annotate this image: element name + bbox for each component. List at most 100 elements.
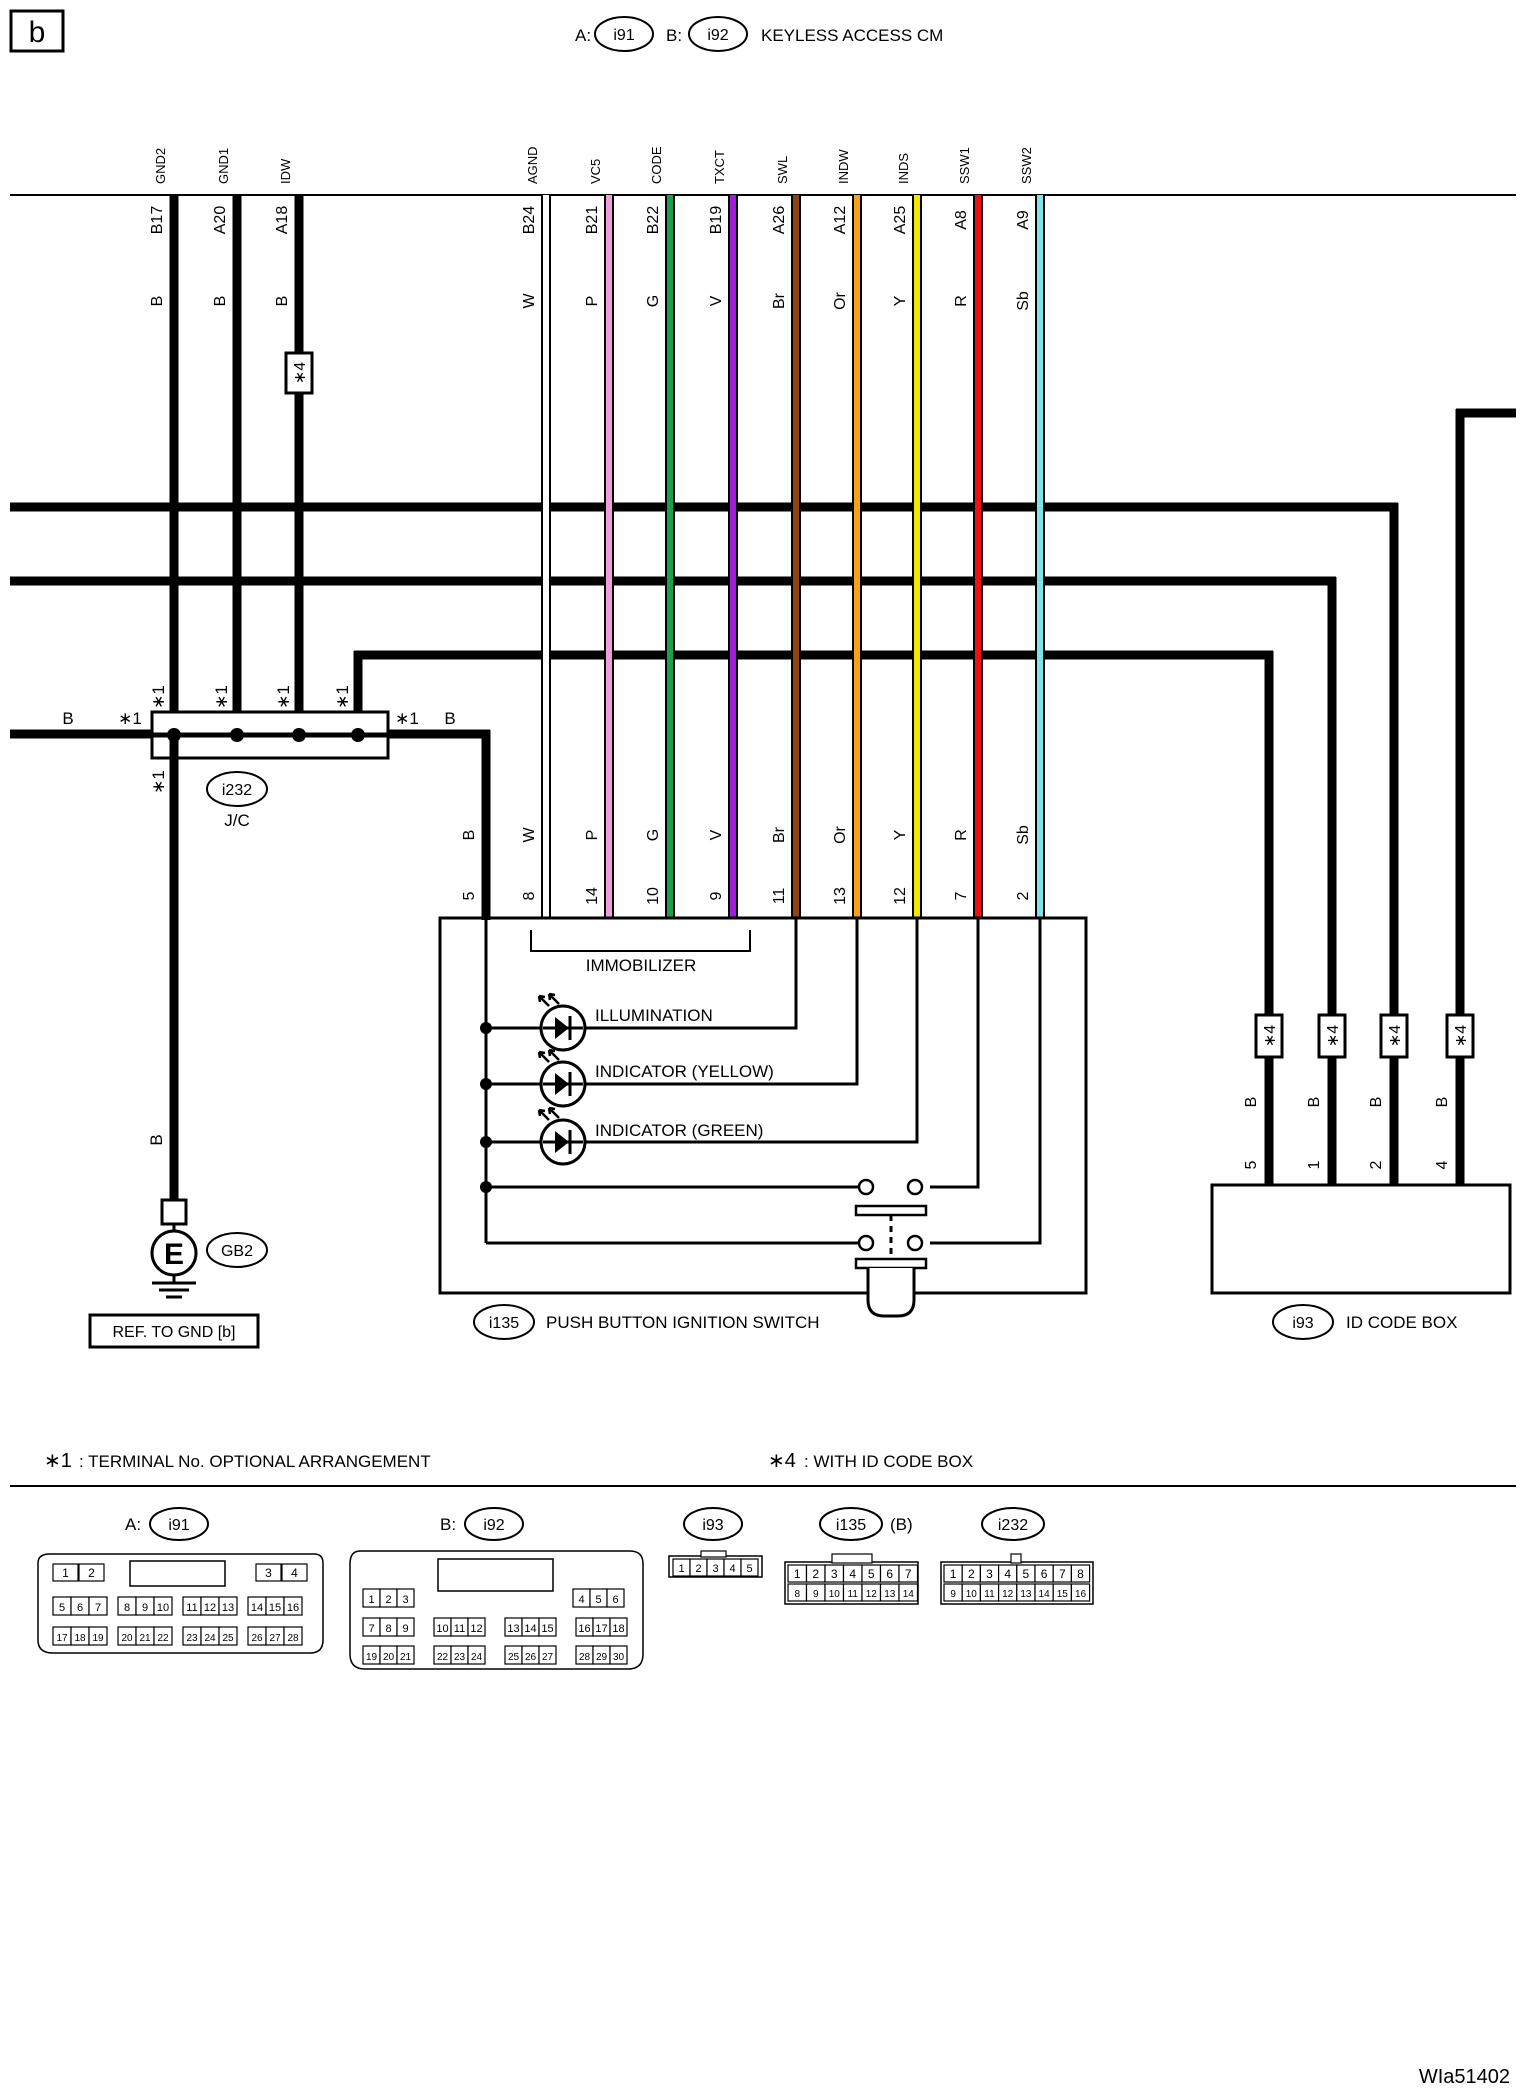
pin-cell-label: 9 <box>142 1602 148 1614</box>
pin-cell <box>396 1645 415 1665</box>
pin-cell-label: 9 <box>813 1589 819 1600</box>
pin-cell-label: 2 <box>695 1563 701 1575</box>
pin-cell-label: 4 <box>729 1563 735 1575</box>
conn-i91-prefix: A: <box>125 1515 141 1534</box>
wire-color-code: Or <box>832 291 849 309</box>
conn-i91-oval <box>149 1507 209 1541</box>
pin-cell <box>218 1596 238 1616</box>
conn-i135-latch <box>831 1553 873 1564</box>
wire-pin-label: A26 <box>771 206 788 235</box>
immobilizer-label: IMMOBILIZER <box>586 956 697 975</box>
pin-cell-label: 6 <box>1041 1567 1048 1581</box>
id-box-star4-label: ∗4 <box>1453 1025 1470 1047</box>
wire-color-code: B <box>149 296 166 307</box>
switch-contact-icon <box>857 1178 875 1196</box>
pin-cell-label: 16 <box>578 1623 590 1635</box>
ground-conn-label: GB2 <box>221 1243 253 1260</box>
wire-signal-name: IDW <box>278 158 293 184</box>
pin-cell-label: 3 <box>986 1567 993 1581</box>
id-box-star4-label: ∗4 <box>1262 1025 1279 1047</box>
id-box-wire-color: B <box>1306 1097 1323 1108</box>
pin-cell-label: 5 <box>59 1602 65 1614</box>
pin-cell-label: 17 <box>595 1623 607 1635</box>
wire-signal-name: AGND <box>525 146 540 184</box>
switch-pin-number: 14 <box>584 887 601 905</box>
pin-cell-label: 8 <box>1077 1567 1084 1581</box>
junction-left-wire-color: B <box>62 709 73 728</box>
title-text: KEYLESS ACCESS CM <box>761 26 943 45</box>
pin-cell-label: 14 <box>524 1623 536 1635</box>
wire-color-code: R <box>953 295 970 307</box>
ground-symbol-letter: E <box>164 1238 184 1271</box>
pin-cell-label: 13 <box>507 1623 519 1635</box>
pin-cell-label: 12 <box>470 1623 482 1635</box>
pin-cell-label: 20 <box>383 1652 395 1663</box>
pin-cell <box>283 1626 303 1646</box>
pin-cell-label: 29 <box>596 1652 608 1663</box>
junction-conn-oval <box>206 771 268 807</box>
pin-cell-label: 2 <box>968 1567 975 1581</box>
pin-cell-label: 30 <box>613 1652 625 1663</box>
title-a-conn: i91 <box>613 27 634 44</box>
conn-i92-latch <box>437 1558 554 1592</box>
pin-cell-label: 7 <box>95 1602 101 1614</box>
id-code-box-conn-label: i93 <box>1292 1315 1313 1332</box>
junction-star1: ∗1 <box>212 685 231 709</box>
pin-cell-label: 1 <box>950 1567 957 1581</box>
wire-color-code: Sb <box>1015 291 1032 311</box>
pin-cell-label: 4 <box>849 1567 856 1581</box>
ground-terminal <box>160 1198 188 1226</box>
led-green-label: INDICATOR (GREEN) <box>595 1121 763 1140</box>
conn-i92-prefix: B: <box>440 1515 456 1534</box>
wire-signal-name: VC5 <box>588 159 603 184</box>
pin-cell-label: 13 <box>884 1589 896 1600</box>
title-a-prefix: A: <box>575 26 591 45</box>
id-box-star4-label: ∗4 <box>1387 1025 1404 1047</box>
push-button-icon <box>866 1268 916 1318</box>
wire-signal-name: INDS <box>896 153 911 184</box>
pin-cell-label: 13 <box>222 1602 234 1614</box>
pin-cell-label: 5 <box>868 1567 875 1581</box>
led-illumination-icon <box>537 992 587 1052</box>
id-box-wire-color: B <box>1368 1097 1385 1108</box>
pin-cell <box>153 1626 173 1646</box>
pin-cell-label: 1 <box>794 1567 801 1581</box>
pin-cell-label: 26 <box>525 1652 537 1663</box>
led-green-wire <box>486 918 919 1144</box>
switch-bridge-upper <box>854 1204 928 1217</box>
switch-conn-oval <box>473 1304 535 1340</box>
pin-cell-label: 14 <box>251 1602 263 1614</box>
switch-pin-number: 9 <box>708 891 725 900</box>
pin-cell-label: 3 <box>265 1566 272 1580</box>
wire-color-code: P <box>584 296 601 307</box>
pin-cell-label: 12 <box>1002 1589 1014 1600</box>
conn-i93-oval <box>683 1507 743 1541</box>
wire-pin-label: B19 <box>708 206 725 235</box>
conn-i135-suffix: (B) <box>890 1515 913 1534</box>
note-star1-mark: ∗1 <box>44 1450 72 1472</box>
pin-cell-label: 11 <box>186 1602 197 1614</box>
switch-name: PUSH BUTTON IGNITION SWITCH <box>546 1313 820 1332</box>
pin-cell-label: 24 <box>471 1652 483 1663</box>
switch-bridge-lower <box>854 1257 928 1270</box>
junction-star1: ∗1 <box>149 770 168 794</box>
pin-cell-label: 26 <box>251 1633 263 1644</box>
conn-i232-name: i232 <box>998 1517 1028 1534</box>
pin-cell <box>898 1583 919 1602</box>
pin-cell-label: 19 <box>92 1633 104 1644</box>
switch-contact-upper-wire <box>486 918 980 1189</box>
pin-cell-label: 4 <box>1004 1567 1011 1581</box>
pin-cell <box>88 1596 108 1616</box>
pin-cell-label: 15 <box>1057 1589 1069 1600</box>
id-code-box-name: ID CODE BOX <box>1346 1313 1457 1332</box>
wire-pin-label: A9 <box>1015 210 1032 230</box>
pin-cell-label: 19 <box>366 1652 378 1663</box>
wire-signal-name: SSW1 <box>957 147 972 184</box>
switch-contact-icon <box>906 1178 924 1196</box>
pin-cell-label: 23 <box>186 1633 198 1644</box>
junction-conn-label: i232 <box>222 782 252 799</box>
conn-i91-name: i91 <box>168 1517 189 1534</box>
wire-color-code: W <box>521 293 538 309</box>
